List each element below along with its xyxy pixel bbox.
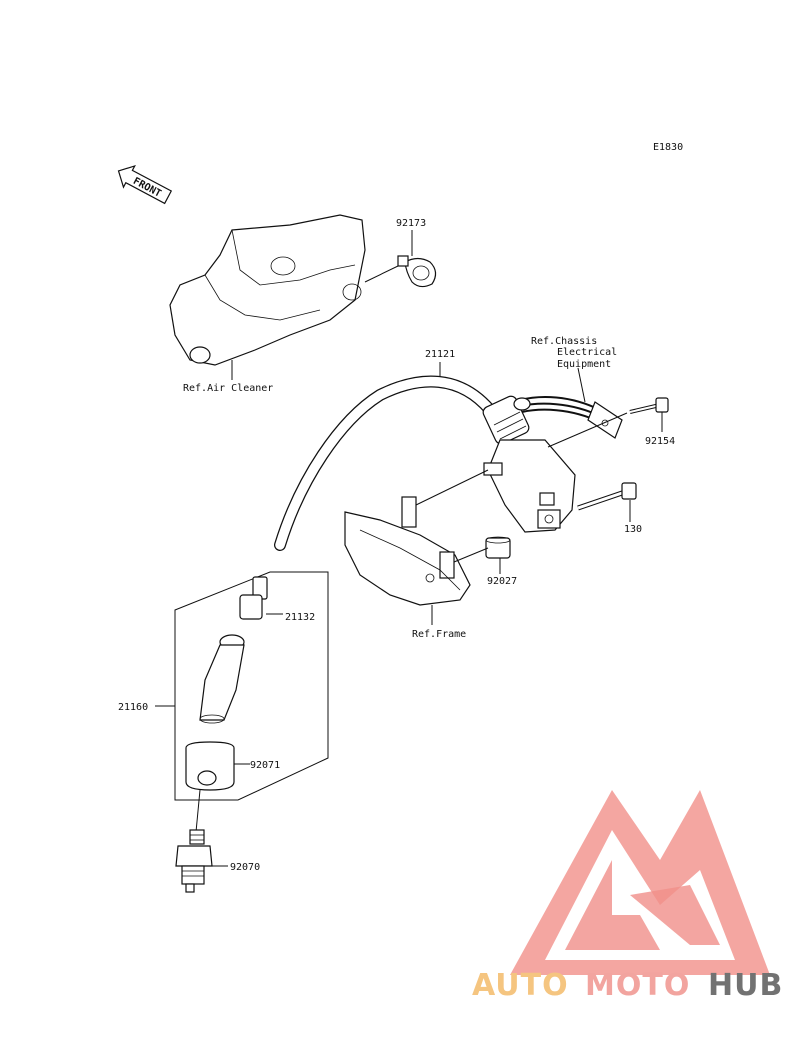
part-number-92173: 92173 [396,218,426,229]
air-cleaner-housing [169,214,366,366]
clamp-92173 [397,255,437,288]
part-number-92027: 92027 [487,576,517,587]
part-number-130: 130 [624,524,642,535]
part-number-21132: 21132 [285,612,315,623]
ref-chassis-label-2: Electrical [557,347,617,358]
ignition-coil-21121 [274,375,576,551]
ref-air-cleaner-label: Ref.Air Cleaner [183,383,273,394]
bolt-130 [577,482,637,511]
watermark-hub: HUB [708,968,783,1003]
part-number-92071: 92071 [250,760,280,771]
ref-chassis-label-1: Ref.Chassis [531,336,597,347]
chassis-ground-lead [513,396,623,439]
diagram-code: E1830 [653,142,683,153]
ref-frame-label: Ref.Frame [412,629,466,640]
boot-21132 [239,576,268,620]
spark-plug-cap [199,634,245,724]
seal-92071 [185,741,235,791]
part-number-92154: 92154 [645,436,675,447]
automotohub-logo: AUTO MOTO HUB [472,790,783,1003]
watermark-auto: AUTO [472,968,569,1003]
spark-plug-92070 [175,789,213,893]
bolt-92154 [629,397,669,414]
cap-assembly-outline [174,571,329,801]
frame-bracket [344,496,471,606]
ref-chassis-label-3: Equipment [557,359,611,370]
part-number-21160: 21160 [118,702,148,713]
watermark-moto: MOTO [585,968,690,1003]
part-number-21121: 21121 [425,349,455,360]
part-number-92070: 92070 [230,862,260,873]
front-arrow-icon: FRONT [117,164,173,205]
collar-92027 [485,536,511,559]
